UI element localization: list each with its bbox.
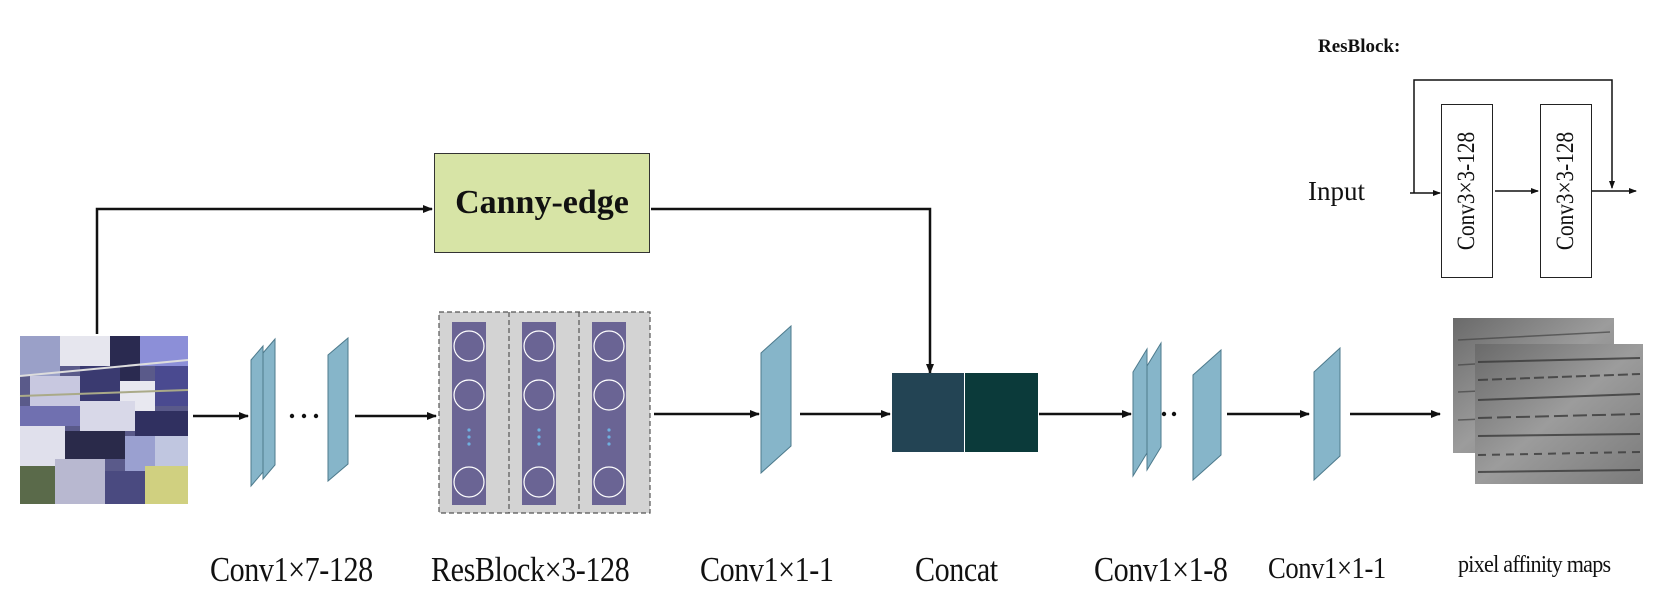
label-conv3: Conv1×1-8 [1094,550,1228,589]
input-image [19,336,189,504]
resblock-legend-conv-a: Conv3×3-128 [1441,104,1493,278]
label-resblocks: ResBlock×3-128 [431,550,630,589]
conv2-layer [760,324,792,475]
resblock-legend-input-label: Input [1308,176,1365,206]
canny-input-arrow [95,205,433,334]
canny-edge-label: Canny-edge [455,184,629,221]
resblock-legend-conv-b-label: Conv3×3-128 [1552,131,1579,251]
label-conv4: Conv1×1-1 [1268,550,1386,585]
conv3-layer-stack [1132,341,1222,482]
resblock-legend-title: ResBlock: [1318,36,1401,57]
canny-output-arrow [651,207,934,374]
conv4-layer [1313,346,1341,482]
label-output: pixel affinity maps [1458,552,1611,578]
conv1-layer-stack [250,336,349,488]
resblock-stack [438,311,651,514]
resblock-legend-connectors [1410,79,1637,196]
resblock-legend-conv-b: Conv3×3-128 [1540,104,1592,278]
canny-edge-box: Canny-edge [434,153,650,253]
affinity-maps [1453,318,1643,484]
conv3-ellipsis [1161,411,1177,417]
resblock-legend-conv-a-label: Conv3×3-128 [1453,131,1480,251]
resblock-2 [522,322,556,505]
label-conv1: Conv1×7-128 [210,550,373,589]
resblock-3 [592,322,626,505]
label-concat: Concat [915,550,998,589]
resblock-1 [452,322,486,505]
conv1-ellipsis [289,413,319,419]
label-conv2: Conv1×1-1 [700,550,834,589]
concat-block [892,373,1038,452]
